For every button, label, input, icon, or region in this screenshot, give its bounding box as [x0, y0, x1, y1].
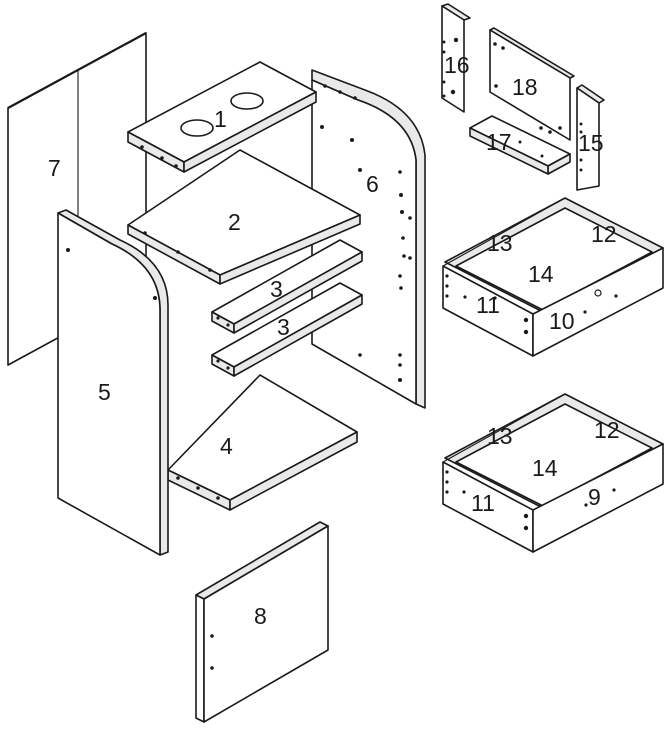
label-part-12-lower: 12: [594, 417, 620, 443]
label-part-10: 10: [549, 308, 575, 334]
part-18-drawer-back: 18: [489, 27, 575, 141]
label-part-17: 17: [486, 129, 512, 155]
label-part-7: 7: [48, 155, 61, 181]
part-3-rail-upper: 3: [211, 239, 363, 334]
drawer-lower: 13 12 14 11 9: [442, 393, 664, 553]
label-part-3-lower: 3: [277, 314, 290, 340]
part-2-middle-shelf: 2: [127, 149, 361, 285]
part-15-drawer-side: 15: [576, 84, 605, 191]
label-part-11-lower: 11: [471, 490, 495, 516]
label-part-13-lower: 13: [487, 423, 513, 449]
label-part-15: 15: [578, 130, 604, 156]
part-4-bottom-shelf: 4: [167, 374, 358, 511]
label-part-14-lower: 14: [532, 455, 558, 481]
label-part-5: 5: [98, 379, 111, 405]
drawer-upper: 13 12 14 11 10: [442, 197, 664, 357]
label-part-4: 4: [220, 433, 233, 459]
label-part-11-upper: 11: [476, 292, 500, 318]
label-part-1: 1: [214, 106, 227, 132]
part-3-rail-lower: 3: [211, 282, 363, 377]
label-part-18: 18: [512, 74, 538, 100]
part-5-left-side-panel: 5: [57, 209, 169, 556]
label-part-3-upper: 3: [270, 276, 283, 302]
label-part-2: 2: [228, 209, 241, 235]
label-part-16: 16: [444, 52, 470, 78]
label-part-6: 6: [366, 171, 379, 197]
label-part-13-upper: 13: [487, 230, 513, 256]
label-part-9: 9: [588, 484, 601, 510]
label-part-12-upper: 12: [591, 221, 617, 247]
part-16-drawer-piece: 16: [441, 3, 471, 113]
part-6-right-side-panel: 6: [311, 69, 426, 409]
label-part-14-upper: 14: [528, 261, 554, 287]
part-17-drawer-strip: 17: [469, 115, 571, 175]
part-1-top-shelf: 1: [127, 61, 317, 173]
label-part-8: 8: [254, 603, 267, 629]
part-8-door: 8: [195, 521, 329, 723]
